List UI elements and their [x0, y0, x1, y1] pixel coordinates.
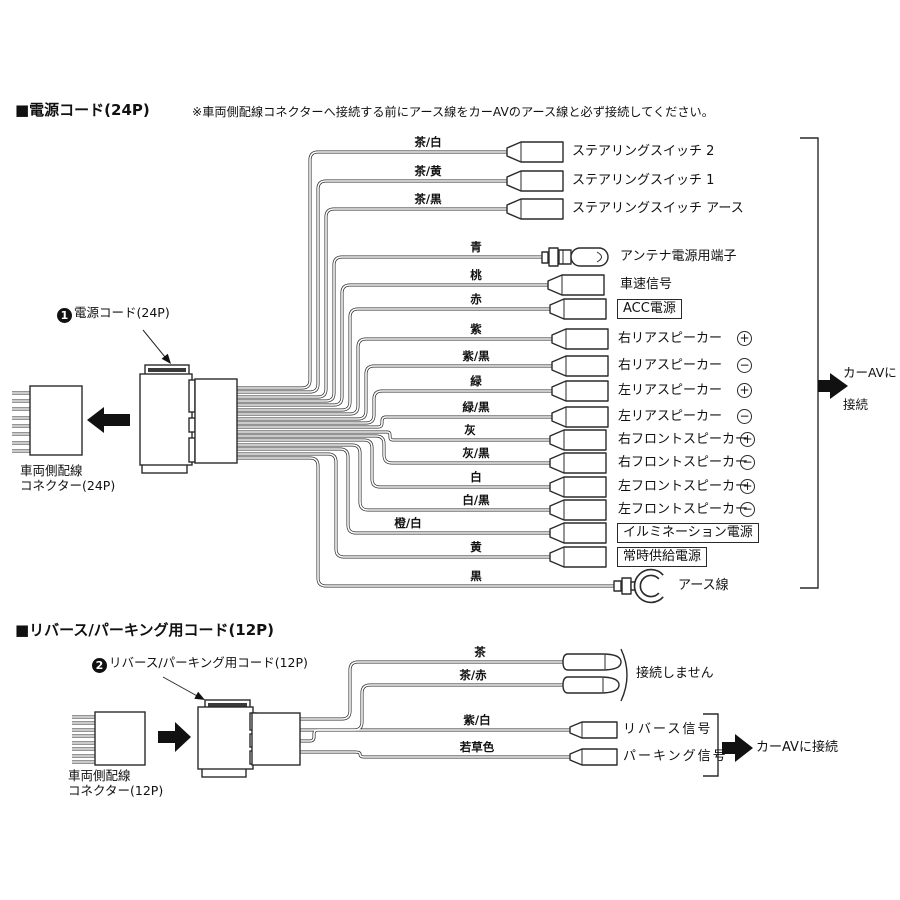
wire-color-label: 茶/黒 — [414, 192, 442, 206]
wire-color-label: 紫/白 — [463, 713, 491, 727]
arrow-left-icon — [87, 407, 130, 433]
no-connect-label: 接続しません — [636, 666, 714, 681]
wire-dest-label: 左リアスピーカー — [618, 409, 723, 424]
callout-pointer-line — [162, 676, 200, 698]
spade-terminals — [569, 721, 618, 766]
arrow-right-icon — [158, 722, 191, 752]
callout-pointer-line — [142, 329, 166, 358]
car-av-connect-label: カーAVに — [843, 365, 897, 380]
car-av-bracket — [703, 713, 719, 777]
car-av-bracket — [800, 137, 819, 589]
wire-dest-label: アンテナ電源用端子 — [620, 249, 737, 264]
power-cord-connector-24p — [139, 364, 238, 474]
wire-dest-label: ステアリングスイッチ 2 — [572, 144, 715, 159]
wire-dest-label: ステアリングスイッチ アース — [572, 201, 744, 216]
wire-dest-label: アース線 — [678, 578, 729, 593]
ground-fork-terminal — [613, 568, 664, 604]
wire-dest-label: 左リアスピーカー — [618, 383, 723, 398]
wire-dest-label-boxed: イルミネーション電源 — [617, 523, 759, 543]
bullet-terminals — [562, 653, 622, 694]
wire-color-label: 青 — [470, 240, 482, 254]
wire-dest-label: 右リアスピーカー — [618, 358, 723, 373]
reverse-cord-connector-12p — [197, 699, 301, 778]
wire-dest-label: 左フロントスピーカー — [618, 502, 749, 517]
wire-color-label: 橙/白 — [394, 516, 422, 530]
wire-color-label: 赤 — [470, 292, 482, 306]
wire-dest-label: 左フロントスピーカー — [618, 479, 749, 494]
wire-color-label: 黄 — [470, 540, 482, 554]
wire-dest-label-boxed: ACC電源 — [617, 299, 682, 319]
polarity-plus-icon: + — [737, 383, 752, 398]
no-connect-bracket — [620, 648, 628, 702]
car-av-connect-label2: 接続 — [843, 397, 869, 412]
arrow-right-icon — [818, 373, 848, 399]
wire-color-label: 桃 — [470, 268, 482, 282]
wire-color-label: 黒 — [470, 569, 482, 583]
vehicle-connector-24p — [29, 385, 83, 456]
antenna-terminal — [541, 247, 609, 267]
wire-dest-label: パーキング信号 — [623, 749, 728, 764]
wire-color-label: 茶/黄 — [414, 164, 442, 178]
wire-color-label: 若草色 — [459, 740, 495, 754]
power-note: ※車両側配線コネクターへ接続する前にアース線をカーAVのアース線と必ず接続してく… — [192, 105, 714, 119]
polarity-plus-icon: + — [740, 479, 755, 494]
wire-color-label: 灰 — [464, 423, 476, 437]
section-title-power: ■電源コード(24P) — [15, 101, 150, 119]
wire-dest-label: 車速信号 — [620, 277, 673, 292]
polarity-plus-icon: + — [740, 432, 755, 447]
arrow-right-icon — [722, 734, 753, 762]
wire-color-label: 白 — [470, 470, 482, 484]
vehicle-connector-24p-label: 車両側配線 コネクター(24P) — [20, 463, 116, 493]
wire-dest-label: 右フロントスピーカー — [618, 432, 749, 447]
callout-pointer-head — [194, 691, 205, 700]
wire-dest-label: 右リアスピーカー — [618, 331, 723, 346]
wire-color-label: 緑/黒 — [462, 400, 490, 414]
vehicle-connector-12p-label: 車両側配線 コネクター(12P) — [68, 768, 164, 798]
polarity-minus-icon: − — [737, 358, 752, 373]
wire-color-label: 茶 — [474, 645, 486, 659]
section-title-reverse: ■リバース/パーキング用コード(12P) — [15, 621, 275, 639]
wire-color-label: 緑 — [470, 374, 482, 388]
wire-color-label: 紫/黒 — [462, 349, 490, 363]
wire-color-label: 茶/赤 — [459, 668, 487, 682]
car-av-connect-label: カーAVに接続 — [756, 740, 838, 755]
polarity-plus-icon: + — [737, 331, 752, 346]
parts-group — [29, 137, 848, 778]
vehicle-connector-12p — [94, 711, 146, 766]
wire-color-label: 紫 — [470, 322, 482, 336]
circled-number: 2 — [92, 658, 107, 673]
wire-dest-label: ステアリングスイッチ 1 — [572, 173, 715, 188]
wire-color-label: 灰/黒 — [462, 446, 490, 460]
wire-color-label: 白/黒 — [462, 493, 490, 507]
callout-pointer-head — [161, 353, 171, 364]
wire-dest-label-boxed: 常時供給電源 — [617, 547, 708, 567]
wire-dest-label: 右フロントスピーカー — [618, 455, 749, 470]
circled-number: 1 — [57, 308, 72, 323]
wire-dest-label: リバース信号 — [623, 722, 713, 737]
wire-color-label: 茶/白 — [414, 135, 442, 149]
terminal-detail-lines — [520, 142, 606, 765]
polarity-minus-icon: − — [740, 502, 755, 517]
polarity-minus-icon: − — [740, 455, 755, 470]
polarity-minus-icon: − — [737, 409, 752, 424]
